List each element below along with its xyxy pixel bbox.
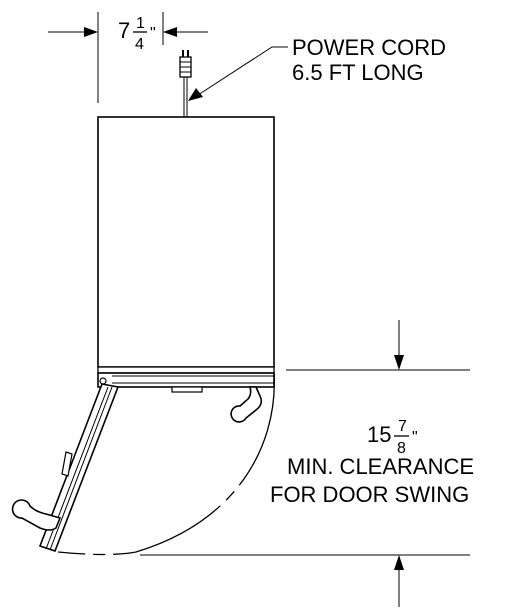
width-unit: " <box>150 25 156 42</box>
door-top-rail <box>97 372 275 388</box>
door-latch-tab <box>171 386 203 393</box>
clearance-unit: " <box>412 429 418 446</box>
clearance-numerator: 7 <box>398 418 407 435</box>
open-door <box>11 383 120 553</box>
width-denominator: 4 <box>135 36 144 53</box>
width-numerator: 1 <box>136 15 145 32</box>
power-cord-label-line2: 6.5 FT LONG <box>292 60 424 85</box>
clearance-arrowhead-top <box>394 355 404 370</box>
open-door-panel <box>38 383 120 553</box>
door-hinge <box>99 377 107 385</box>
clearance-denominator: 8 <box>397 440 406 457</box>
power-cord-label-line1: POWER CORD <box>292 35 446 60</box>
closed-door-handle <box>230 386 263 423</box>
cabinet-bottom-band <box>97 366 275 374</box>
clearance-arrowhead-bottom <box>394 555 404 570</box>
open-door-handle <box>11 499 62 531</box>
clearance-dimension: 15 7 8 " MIN. CLEARANCE FOR DOOR SWING <box>140 320 474 607</box>
power-cord-arrowhead <box>188 88 203 101</box>
open-door-latch <box>61 451 73 477</box>
clearance-whole: 15 <box>367 422 391 447</box>
cabinet <box>97 116 275 393</box>
cabinet-body <box>97 116 275 368</box>
power-cord: POWER CORD 6.5 FT LONG <box>179 35 446 117</box>
width-arrowhead-right <box>163 27 177 37</box>
door-swing-arc <box>57 372 275 556</box>
width-dimension: 7 1 4 " <box>48 12 208 103</box>
clearance-note-line1: MIN. CLEARANCE <box>287 454 474 479</box>
clearance-note-line2: FOR DOOR SWING <box>270 482 469 507</box>
power-cord-leader <box>197 46 288 96</box>
width-arrowhead-left <box>84 27 98 37</box>
width-whole: 7 <box>118 18 130 43</box>
